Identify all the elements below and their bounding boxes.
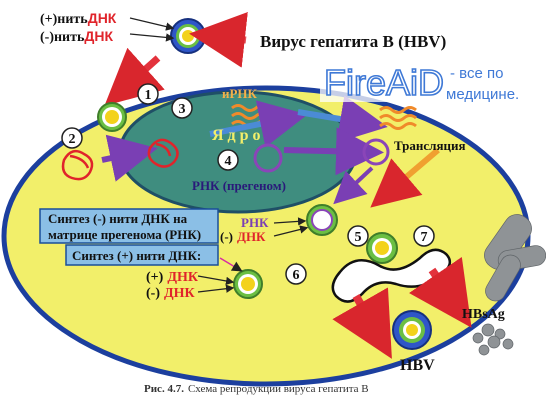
hbv-label: HBV [400, 357, 435, 374]
dna-transport-arrow [101, 134, 158, 182]
synthesis-minus-line2: матрице прегенома (РНК) [48, 227, 201, 242]
synthesis-plus-label: Синтез (+) нити ДНК: [72, 248, 201, 263]
plus-dna-label: (+)ДНК [146, 270, 199, 285]
translation-label: Трансляция [394, 138, 466, 153]
hbsag-secretion-arrow [409, 256, 472, 328]
fireaid-watermark: FireAiD - все по медицине. [320, 58, 519, 104]
step-3-number: 3 [179, 102, 186, 117]
minus-dna-pointer [273, 225, 309, 237]
watermark-brand: FireAiD [324, 62, 444, 103]
cccdna-icon [147, 138, 179, 168]
synthesis-plus-box [65, 244, 219, 266]
virus-title: Вирус гепатита В (HBV) [260, 32, 446, 51]
step-1-marker [137, 83, 159, 105]
rna-label: РНК [241, 215, 269, 230]
watermark-tagline-line2: медицине. [446, 86, 519, 103]
virus-entry-arrow [189, 12, 248, 68]
plus-strand-pointer [129, 17, 175, 31]
core-particle-rna-icon [306, 204, 338, 236]
step-3-marker [171, 97, 193, 119]
transcription-arrow [209, 100, 308, 148]
mrna-export-arrow [297, 95, 388, 143]
step-5-number: 5 [355, 230, 362, 245]
released-hbv-icon [392, 310, 432, 350]
synthesis-minus-box [39, 208, 219, 244]
step-6-number: 6 [293, 268, 300, 283]
step-7-number: 7 [421, 230, 428, 245]
step-2-number: 2 [69, 132, 76, 147]
plus-dna-pointer [197, 275, 235, 286]
rna-pointer [273, 217, 307, 226]
rna-pregenome-label: РНК (прегеном) [192, 178, 286, 193]
hbsag-filaments-icon [472, 214, 546, 356]
step-1-number: 1 [145, 88, 152, 103]
pregenome-export-arrow [283, 127, 384, 176]
minus-dna-label-2: (-)ДНК [146, 286, 196, 301]
synthesis-plus-pointer [219, 257, 243, 272]
synthesis-minus-line1: Синтез (-) нити ДНК на [48, 211, 188, 226]
step-4-marker [217, 149, 239, 171]
minus-strand-pointer [129, 33, 175, 42]
mrna-cytoplasm-icon [379, 106, 417, 130]
step-5-marker [347, 225, 369, 247]
relaxed-dna-icon [61, 149, 94, 181]
secretion-arrow [332, 287, 392, 359]
uncoating-particle-icon [97, 102, 127, 132]
minus-dna-pointer-2 [197, 284, 235, 293]
nucleus-label: Я д р о [212, 127, 261, 144]
step-7-marker [413, 225, 435, 247]
entry-arrow-to-cell [104, 47, 165, 107]
figure-caption: Рис. 4.7.Схема репродукции вируса гепати… [144, 383, 369, 395]
step-4-number: 4 [225, 154, 232, 169]
minus-strand-label: (-)нитьДНК [40, 28, 113, 45]
mrna-label: иРНК [222, 86, 258, 101]
translation-arrow [370, 147, 440, 208]
step-6-marker [285, 263, 307, 285]
dsdna-core-icon [233, 269, 263, 299]
minus-dna-label: (-)ДНК [220, 229, 266, 244]
hbsag-label: HBsAg [462, 307, 505, 322]
pregenome-rna-icon [253, 143, 283, 173]
step-2-marker [61, 127, 83, 149]
watermark-tagline-line1: - все по [450, 65, 503, 82]
plus-strand-label: (+)нитьДНК [40, 10, 117, 27]
mature-core-icon [366, 232, 398, 264]
hbv-virion-icon [170, 18, 206, 54]
encapsidation-arrow [333, 166, 374, 205]
